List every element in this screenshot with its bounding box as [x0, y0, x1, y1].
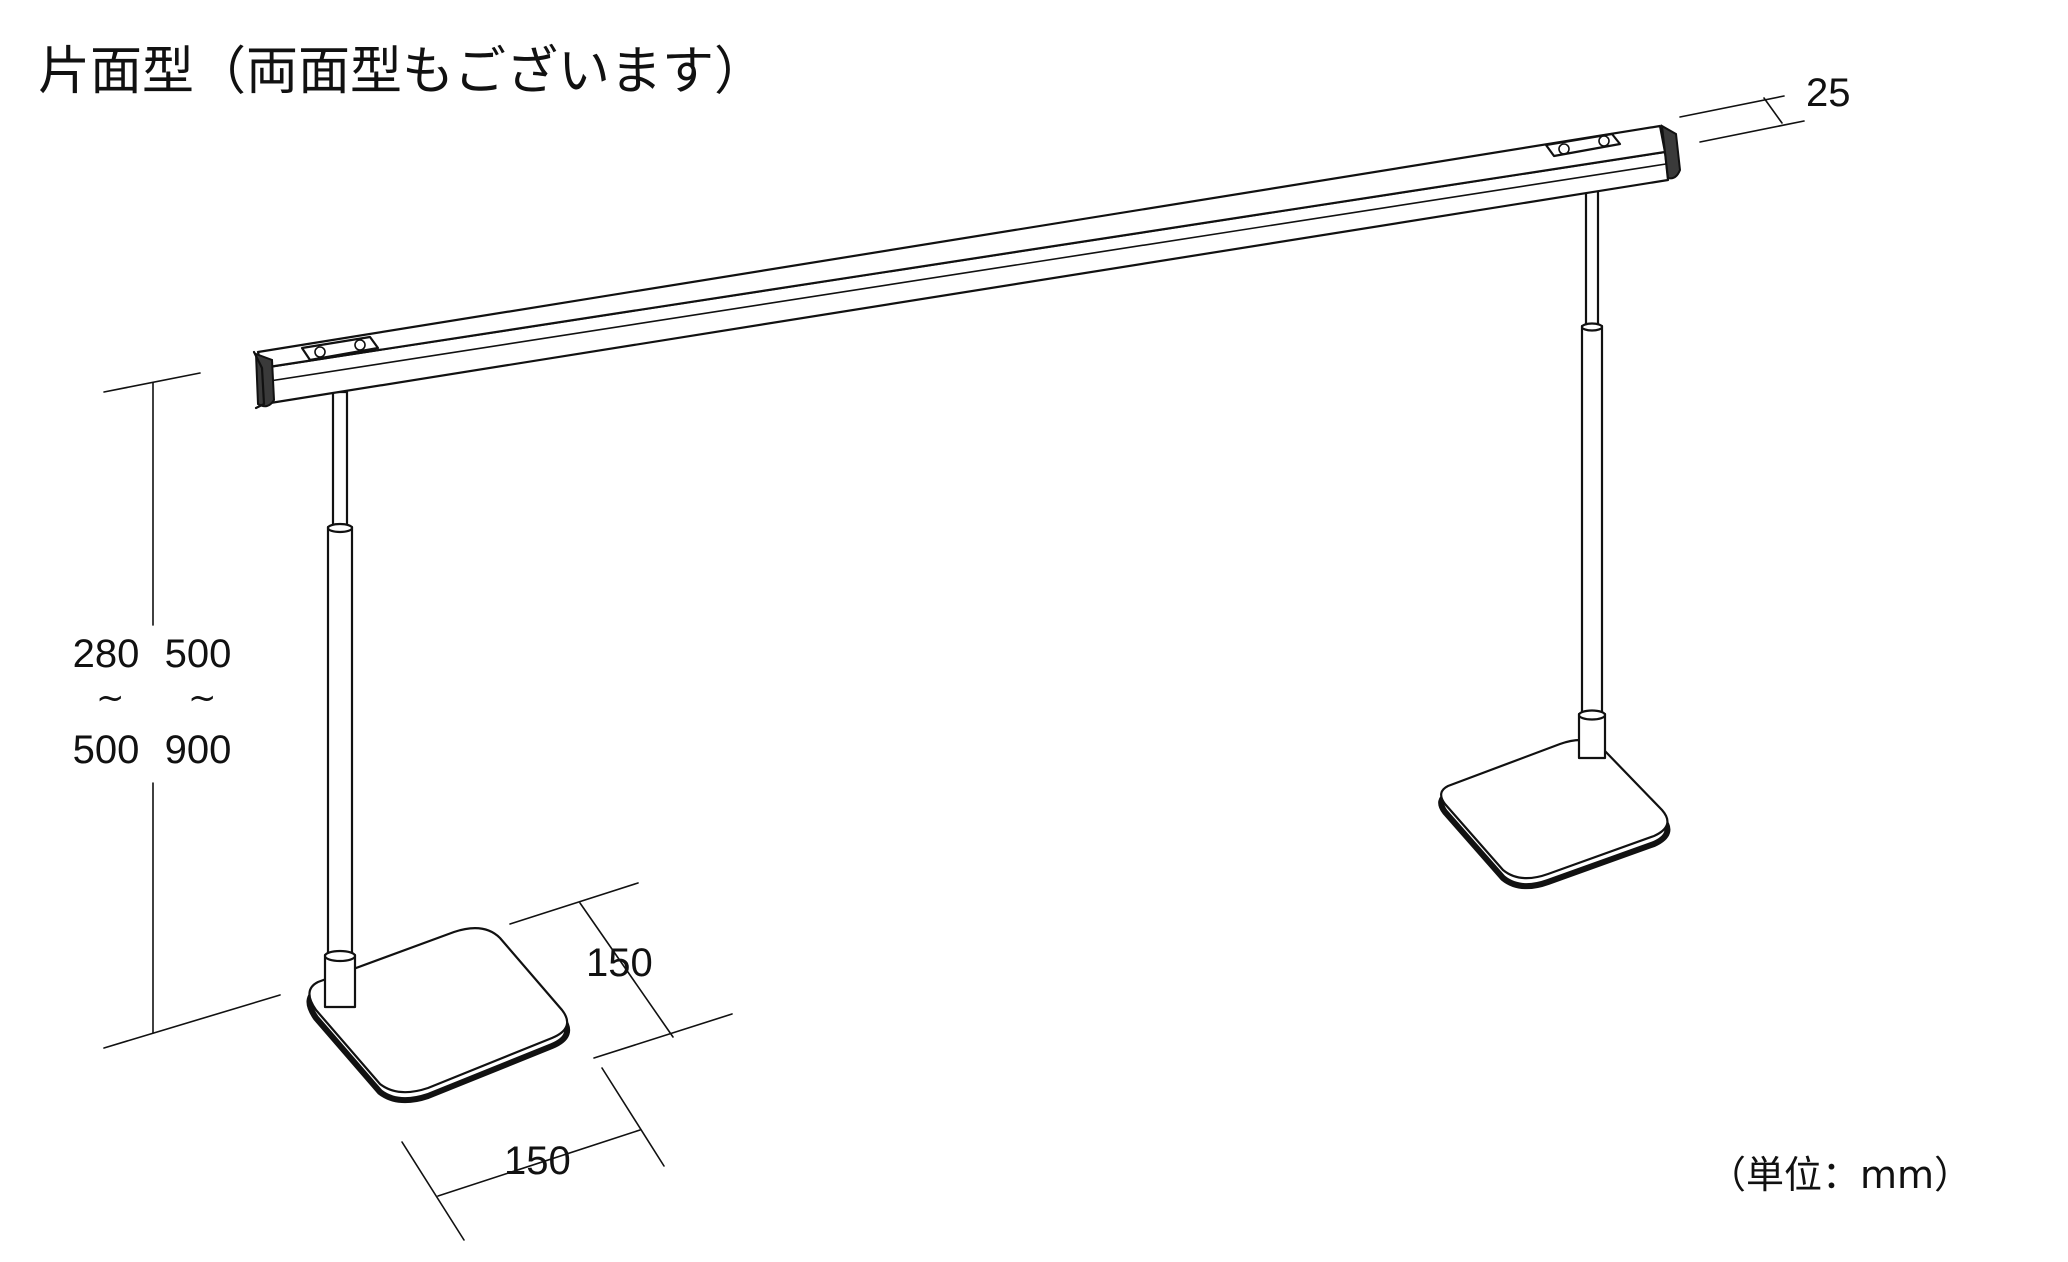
top-bar: [252, 124, 1682, 410]
height-long-min-label: 500: [164, 632, 232, 676]
bar-depth-label: 25: [1806, 71, 1851, 115]
right-base-plate: [1438, 738, 1671, 890]
height-short-sep: ~: [96, 678, 125, 718]
height-short-min-label: 280: [72, 632, 140, 676]
right-pole: [1577, 176, 1607, 760]
base-width-label: 150: [504, 1139, 571, 1183]
left-base-plate: [306, 927, 571, 1104]
bar-depth-dimension: [1679, 95, 1805, 143]
base-depth-dimension: [509, 882, 733, 1059]
base-depth-label: 150: [586, 941, 653, 985]
unit-note: （単位：mm）: [1708, 1153, 1973, 1197]
height-long-max-label: 900: [164, 728, 232, 772]
diagram-title: 片面型（両面型もございます）: [38, 42, 767, 102]
height-short-max-label: 500: [72, 728, 140, 772]
height-long-sep: ~: [188, 678, 217, 718]
base-width-dimension: [401, 1067, 665, 1241]
height-dimension: [103, 372, 281, 1049]
left-pole: [323, 390, 357, 1009]
